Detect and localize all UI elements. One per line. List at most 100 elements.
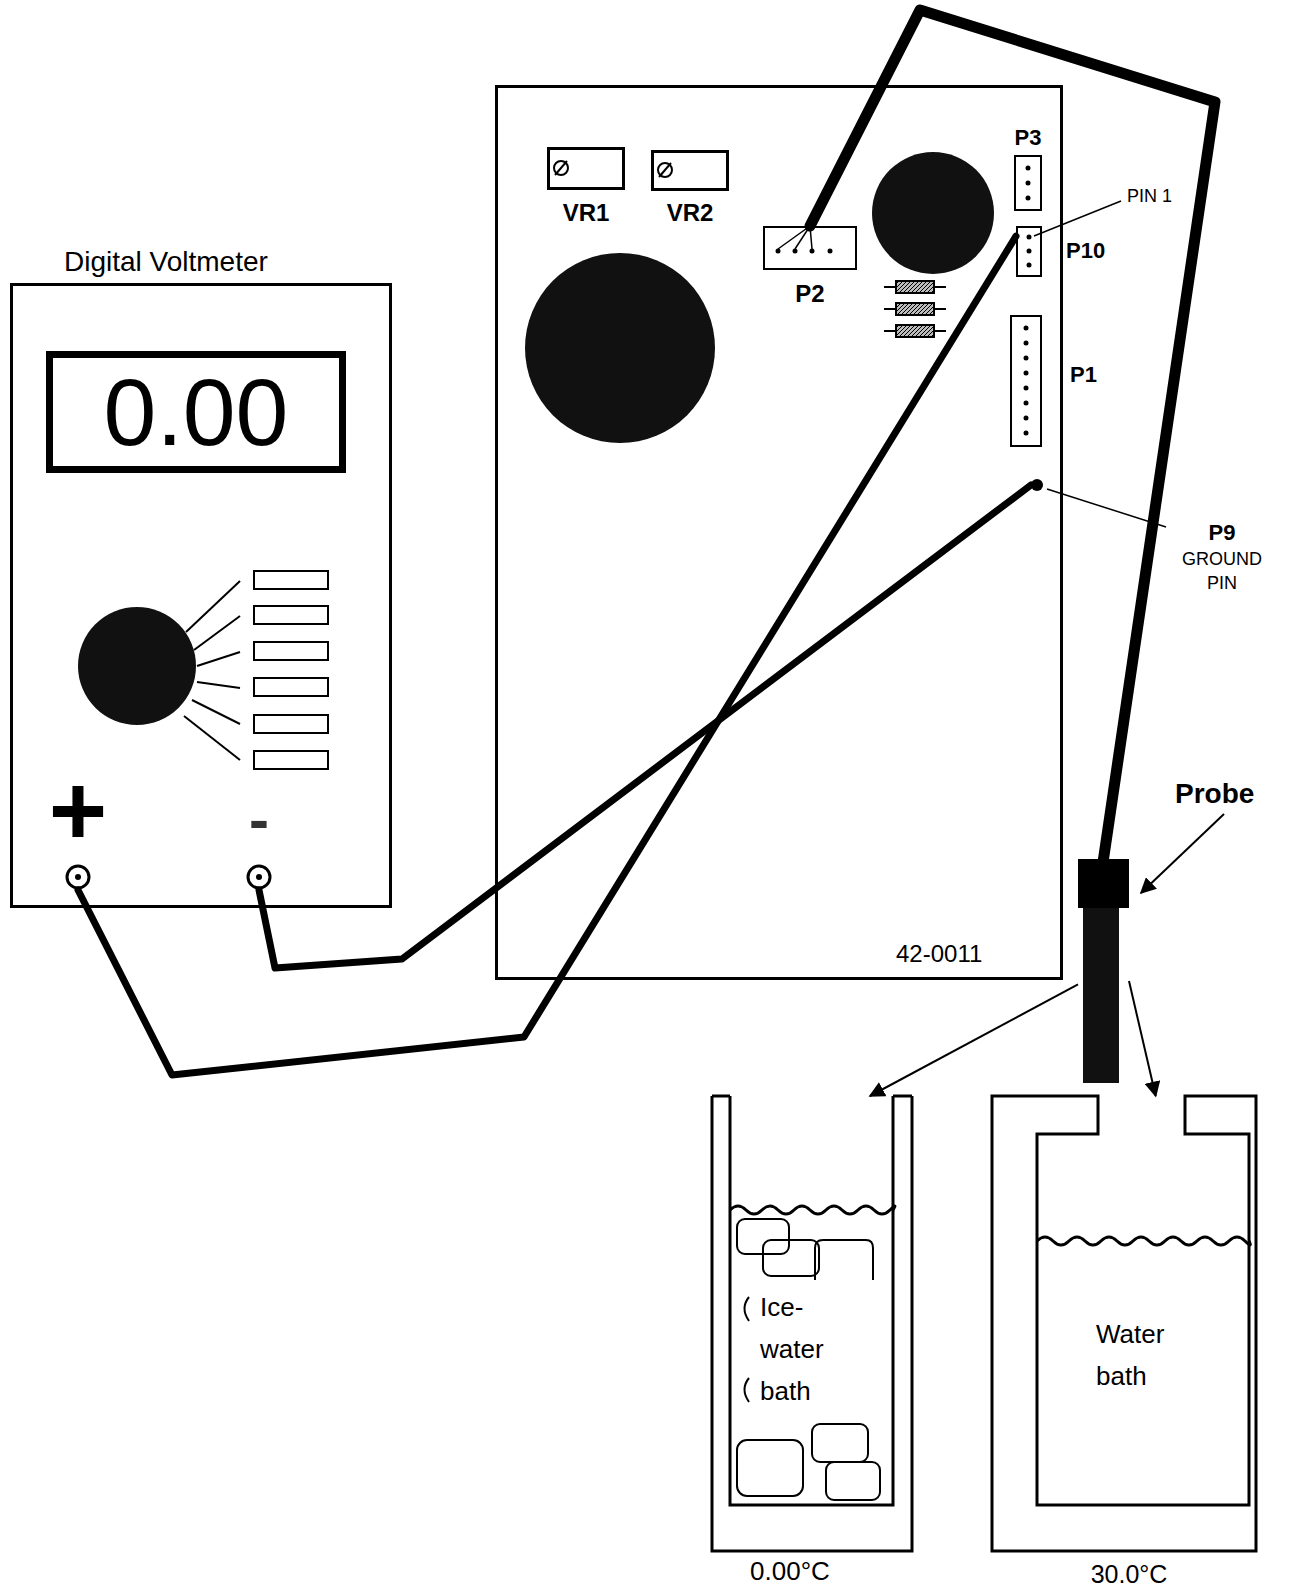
ice-cube [815,1240,873,1280]
water-surface [1037,1237,1250,1245]
callout-label: Probe [1175,778,1254,810]
ground-pin: P9GROUND PIN [1031,479,1043,491]
range-lines [184,581,240,760]
ice-water-bath: Ice- water bath0.00°C [712,1096,912,1551]
terminal-jack [67,866,89,888]
pin-dot [1026,181,1031,186]
pot-screw [554,161,568,175]
display-reading: 0.00 [53,358,339,466]
board-number: 42-0011 [896,940,982,968]
bath-name: Ice- water bath [760,1286,850,1412]
device-title: Digital Voltmeter [64,246,268,278]
circuit-board: 42-0011VR1VR2P2P3P10P1P9GROUND PIN [495,85,1063,980]
temperature-value: 0.00°C [690,1556,890,1586]
part-label: P1 [1070,362,1097,387]
ice-cube [826,1462,880,1500]
ice-cube-edge [745,1378,750,1402]
bath-name: Water bath [1096,1313,1196,1397]
range-button [254,571,328,589]
range-button [254,751,328,769]
water-bath: Water bath30.0°C [992,1096,1256,1551]
pin-dot [1024,416,1029,421]
voltmeter-display: 0.00 [46,351,346,473]
pin-dot [1024,431,1029,436]
callout-arrow [1141,814,1224,893]
range-line [194,616,240,650]
pin-dot [1026,166,1031,171]
ice-cube [763,1240,819,1276]
resistor-symbol [896,281,934,293]
ice-cube [812,1424,868,1462]
vessel-rim [712,1095,912,1098]
pot-screw [658,163,672,177]
pin-dot [1027,249,1032,254]
ice-bath-vessel [712,1096,912,1551]
range-button [254,606,328,624]
connector-header: P1 [1010,315,1042,447]
positive-terminal: + [36,770,120,890]
terminal-jack [248,866,270,888]
pot-slot [555,161,567,175]
range-buttons [254,571,328,769]
small-capacitor [872,152,994,274]
pin-dot [776,249,781,254]
negative-terminal: - [236,795,282,890]
range-line [186,581,240,632]
terminal-hole [75,874,81,880]
large-capacitor [525,253,715,443]
pin-dot [1024,326,1029,331]
pin-dot [1027,263,1032,268]
range-line [197,652,240,666]
pin-dot [1024,341,1029,346]
temperature-value: 30.0°C [1029,1559,1229,1589]
pin-description: GROUND PIN [1172,547,1272,595]
connector-header: P2 [763,226,857,270]
range-button [254,715,328,733]
pin-dot [810,249,815,254]
part-label: VR2 [651,199,729,227]
probe-handle [1078,859,1129,908]
water-surface [730,1206,895,1214]
selector-knob [78,607,196,725]
pin-dot [828,249,833,254]
terminal-hole [256,874,262,880]
range-button [254,642,328,660]
test-lead [259,485,1031,968]
connectors [78,10,1215,1096]
probe-rod [1083,908,1119,1083]
pin-dot [1024,386,1029,391]
pin-name: P9 [1172,520,1272,545]
range-button [254,678,328,696]
part-label: P10 [1066,238,1105,263]
trimmer-pot: VR1 [547,147,625,190]
pin-dot [1024,401,1029,406]
pin-dot [1024,356,1029,361]
pin-label: PIN 1 [1127,186,1172,207]
resistors [884,281,946,337]
range-line [197,682,240,688]
pot-slot [659,163,671,177]
polarity-mark: + [36,770,120,850]
pin-dot [1026,196,1031,201]
ice-cubes [737,1219,880,1500]
move-arrow [870,984,1078,1096]
probe-cable [810,10,1215,859]
voltmeter-housing: Digital Voltmeter0.00+- [10,283,392,908]
resistor-symbol [896,303,934,315]
vessel-inner-wall [730,1096,893,1505]
pin-dot [1024,371,1029,376]
water-bath-vessel [992,1096,1256,1551]
range-line [192,700,240,724]
range-line [184,716,240,760]
ice-cube [737,1440,803,1496]
pin-dot [1027,235,1032,240]
move-arrow [1129,981,1156,1096]
vessel-outer-wall [712,1096,912,1551]
ice-cube-edge [745,1297,750,1321]
resistor-symbol [896,325,934,337]
part-label: P2 [763,280,857,308]
cable-strand [778,226,810,249]
part-label: P3 [1002,125,1054,150]
